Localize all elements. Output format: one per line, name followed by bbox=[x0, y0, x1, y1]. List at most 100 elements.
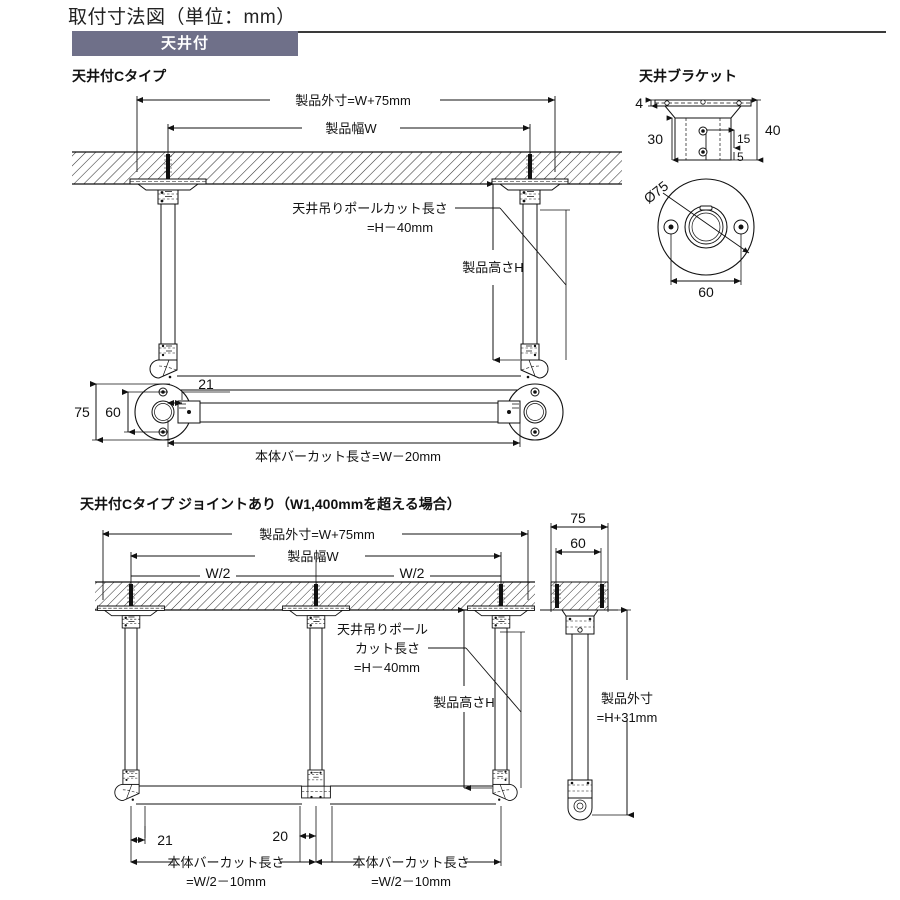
anchor-bolt-left-1 bbox=[164, 154, 172, 180]
dim-product-height-1: 製品高さH bbox=[462, 181, 524, 363]
dim-75-left-1: 75 bbox=[74, 381, 170, 443]
ceiling-slab-1 bbox=[72, 151, 622, 185]
dim-overall-width-1: 製品外寸=W+75mm bbox=[136, 93, 556, 172]
elbow-left-1 bbox=[149, 343, 178, 379]
anchor-bolt-left-2 bbox=[127, 584, 135, 608]
label-half-width-right: W/2 bbox=[400, 565, 425, 581]
label-pole-cut-1b: =H－40mm bbox=[367, 220, 433, 235]
dim-bracket-5: 5 bbox=[733, 150, 744, 164]
ceiling-bracket-right-1 bbox=[491, 178, 569, 205]
label-side-overall-2: =H+31mm bbox=[597, 710, 658, 725]
bar-lower-left-1 bbox=[177, 400, 500, 424]
label-bracket-15: 15 bbox=[737, 132, 751, 146]
label-product-height-2: 製品高さH bbox=[433, 695, 494, 710]
label-dim-21-2: 21 bbox=[157, 832, 173, 848]
hanging-pole-center-2 bbox=[309, 627, 323, 774]
label-product-width-1: 製品幅W bbox=[325, 121, 377, 136]
label-bracket-30: 30 bbox=[647, 131, 663, 147]
bar-lower-right-1 bbox=[497, 400, 521, 424]
dim-height-ext-2 bbox=[464, 631, 525, 789]
bracket-plan-view: Ø75 60 bbox=[641, 177, 755, 300]
label-dim-60-1: 60 bbox=[105, 404, 121, 420]
dim-side-overall-height: 製品外寸 =H+31mm bbox=[592, 607, 658, 818]
label-side-75: 75 bbox=[570, 510, 586, 526]
dim-60-left-1: 60 bbox=[105, 389, 168, 435]
ceiling-bracket-center-2 bbox=[282, 605, 350, 629]
ceiling-bracket-left-2 bbox=[97, 605, 165, 629]
hanging-pole-right-1 bbox=[522, 203, 538, 349]
diagram-joint-type: 製品外寸=W+75mm 製品幅W W/2 W/2 bbox=[95, 527, 535, 889]
label-bracket-40: 40 bbox=[765, 122, 781, 138]
label-overall-width-2: 製品外寸=W+75mm bbox=[259, 527, 375, 542]
side-bracket bbox=[561, 609, 599, 821]
dim-bar-cut-left-2: 本体バーカット長さ =W/2－10mm bbox=[130, 855, 316, 889]
ceiling-bracket-left-1 bbox=[129, 178, 207, 205]
label-bracket-dia-75: Ø75 bbox=[641, 177, 672, 206]
horizontal-bar-2 bbox=[136, 785, 496, 805]
flange-right-1 bbox=[506, 383, 564, 441]
label-half-width-left: W/2 bbox=[206, 565, 231, 581]
label-pole-cut-1a: 天井吊りポールカット長さ bbox=[292, 201, 448, 216]
hanging-pole-left-1 bbox=[160, 203, 176, 349]
subtitle-bracket: 天井ブラケット bbox=[639, 68, 737, 84]
anchor-bolt-right-1 bbox=[526, 154, 534, 180]
leader-pole-cut-2: 天井吊りポール カット長さ =H－40mm bbox=[337, 622, 522, 713]
hanging-pole-left-2 bbox=[124, 627, 138, 774]
page-title: 取付寸法図（単位：mm） bbox=[68, 7, 296, 28]
anchor-bolt-right-2 bbox=[497, 584, 505, 608]
dim-product-width-2: 製品幅W bbox=[130, 549, 502, 606]
dim-side-60: 60 bbox=[555, 535, 602, 608]
side-slab bbox=[540, 581, 618, 611]
diagram-bracket: 4 30 40 15 bbox=[635, 95, 781, 300]
elbow-right-1 bbox=[520, 343, 549, 379]
diagram-side-view: 75 60 bbox=[540, 510, 658, 821]
dim-bar-cut-1: 本体バーカット長さ=W－20mm bbox=[167, 420, 521, 464]
dim-21-1: 21 bbox=[167, 376, 230, 406]
label-bracket-plan-60: 60 bbox=[698, 284, 714, 300]
dim-half-width-2: W/2 W/2 bbox=[131, 556, 501, 600]
label-bar-cut-right-2a: 本体バーカット長さ bbox=[352, 855, 469, 870]
subtitle-c-type: 天井付Cタイプ bbox=[72, 68, 167, 84]
flange-left-1 bbox=[134, 383, 192, 441]
label-pole-cut-2a: 天井吊りポール bbox=[337, 622, 428, 637]
label-bar-cut-1: 本体バーカット長さ=W－20mm bbox=[255, 449, 441, 464]
dim-height-ext-1 bbox=[493, 209, 570, 361]
dim-product-width-1: 製品幅W bbox=[167, 121, 531, 180]
label-bracket-5: 5 bbox=[737, 150, 744, 164]
anchor-bolt-center-2 bbox=[312, 584, 320, 608]
ceiling-bracket-right-2 bbox=[467, 605, 535, 629]
dim-bracket-40: 40 bbox=[731, 97, 781, 163]
label-pole-cut-2b: カット長さ bbox=[355, 641, 420, 656]
dim-21-2: 21 bbox=[130, 806, 173, 862]
label-dim-21-1: 21 bbox=[198, 376, 214, 392]
dim-bar-cut-right-2: 本体バーカット長さ =W/2－10mm bbox=[315, 806, 502, 889]
dim-product-height-2: 製品高さH bbox=[433, 607, 495, 791]
section-band: 天井付 bbox=[72, 31, 298, 56]
dim-overall-width-2: 製品外寸=W+75mm bbox=[102, 527, 529, 600]
elbow-right-2 bbox=[492, 769, 518, 802]
horizontal-bar-1 bbox=[172, 375, 526, 391]
label-pole-cut-2c: =H－40mm bbox=[354, 660, 420, 675]
label-side-overall-1: 製品外寸 bbox=[601, 691, 653, 706]
bracket-side-view: 4 30 40 15 bbox=[635, 95, 781, 164]
dim-bracket-plan-60: 60 bbox=[670, 234, 742, 300]
diagram-c-type: 製品外寸=W+75mm 製品幅W bbox=[72, 93, 622, 464]
label-overall-width-1: 製品外寸=W+75mm bbox=[295, 93, 411, 108]
joint-center-2 bbox=[301, 769, 331, 799]
label-bar-cut-left-2b: =W/2－10mm bbox=[186, 874, 266, 889]
label-side-60: 60 bbox=[570, 535, 586, 551]
ceiling-slab-2 bbox=[95, 581, 535, 611]
label-dim-75-1: 75 bbox=[74, 404, 90, 420]
dim-bracket-30: 30 bbox=[647, 115, 679, 163]
label-dim-20-2: 20 bbox=[272, 828, 288, 844]
dim-side-75: 75 bbox=[550, 510, 609, 612]
section-band-label: 天井付 bbox=[160, 35, 209, 52]
leader-pole-cut-1: 天井吊りポールカット長さ =H－40mm bbox=[292, 201, 567, 286]
elbow-left-2 bbox=[114, 769, 140, 802]
label-product-width-2: 製品幅W bbox=[287, 549, 339, 564]
dim-20-2: 20 bbox=[272, 806, 333, 862]
label-bracket-4: 4 bbox=[635, 95, 643, 111]
label-product-height-1: 製品高さH bbox=[462, 260, 523, 275]
